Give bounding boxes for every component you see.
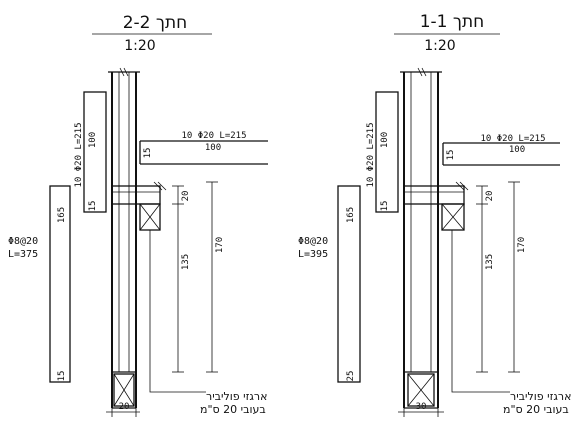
beam-junction [403,181,469,231]
vertical-bar-base: 15 [380,201,390,212]
section-right: חתך 1-1 1:20 10 Φ20 L=2 [298,12,571,417]
section-title: חתך 1-1 [420,12,485,32]
width-dimension: 20 [106,402,140,417]
vertical-bar-length: 100 [380,132,390,148]
main-bar-spacing: Φ8@20 [8,236,38,247]
main-bar-bottom: 15 [57,371,67,382]
horizontal-bar-length: 100 [509,145,525,155]
vertical-bar-label: 10 Φ20 L=215 [366,122,376,187]
dimension-lines: 20 135 170 [476,181,527,373]
bottom-box [407,373,435,407]
vertical-bar-base: 15 [88,201,98,212]
dimension-lines: 20 135 170 [172,181,225,373]
vertical-bar-length: 100 [88,132,98,148]
wall-column [400,67,442,409]
beam-junction [111,181,167,231]
bottom-box [113,373,135,407]
section-scale: 1:20 [424,38,455,54]
width-dim-label: 30 [416,402,427,412]
vertical-bar-label: 10 Φ20 L=215 [74,122,84,187]
width-dim-label: 20 [119,402,130,412]
horizontal-bar: 10 Φ20 L=215 100 15 [139,131,268,165]
horizontal-bar-side: 15 [143,148,153,159]
vertical-bar: 10 Φ20 L=215 100 15 [366,91,399,213]
main-bar-length: L=375 [8,249,38,260]
width-dimension: 30 [398,402,444,417]
main-bar: 165 15 Φ8@20 L=375 [8,185,71,383]
horizontal-bar-label: 10 Φ20 L=215 [480,134,545,144]
horizontal-bar: 10 Φ20 L=215 100 15 [442,134,560,166]
dim-mid: 135 [181,254,191,270]
horizontal-bar-side: 15 [446,150,456,161]
main-bar: 165 25 Φ8@20 L=395 [298,185,361,383]
dim-mid: 135 [485,254,495,270]
note: ארגזי פוליביר בעובי 20 ס"מ [149,230,267,416]
note-line-2: בעובי 20 ס"מ [503,403,569,416]
main-bar-spacing: Φ8@20 [298,236,328,247]
main-bar-top: 165 [346,207,356,223]
main-bar-length: L=395 [298,249,328,260]
note-line-1: ארגזי פוליביר [510,390,571,403]
dim-total: 170 [517,237,527,253]
horizontal-bar-length: 100 [205,143,221,153]
section-scale: 1:20 [124,38,155,54]
note: ארגזי פוליביר בעובי 20 ס"מ [451,230,571,416]
vertical-bar: 10 Φ20 L=215 100 15 [74,91,107,213]
dim-total: 170 [215,237,225,253]
main-bar-bottom: 25 [346,371,356,382]
dim-top: 20 [181,191,191,202]
main-bar-top: 165 [57,207,67,223]
horizontal-bar-label: 10 Φ20 L=215 [181,131,246,141]
note-line-2: בעובי 20 ס"מ [200,403,266,416]
note-line-1: ארגזי פוליביר [206,390,267,403]
section-title: חתך 2-2 [123,13,188,33]
section-left: חתך 2-2 1:20 [8,13,268,417]
wall-column [108,67,140,409]
dim-top: 20 [485,191,495,202]
